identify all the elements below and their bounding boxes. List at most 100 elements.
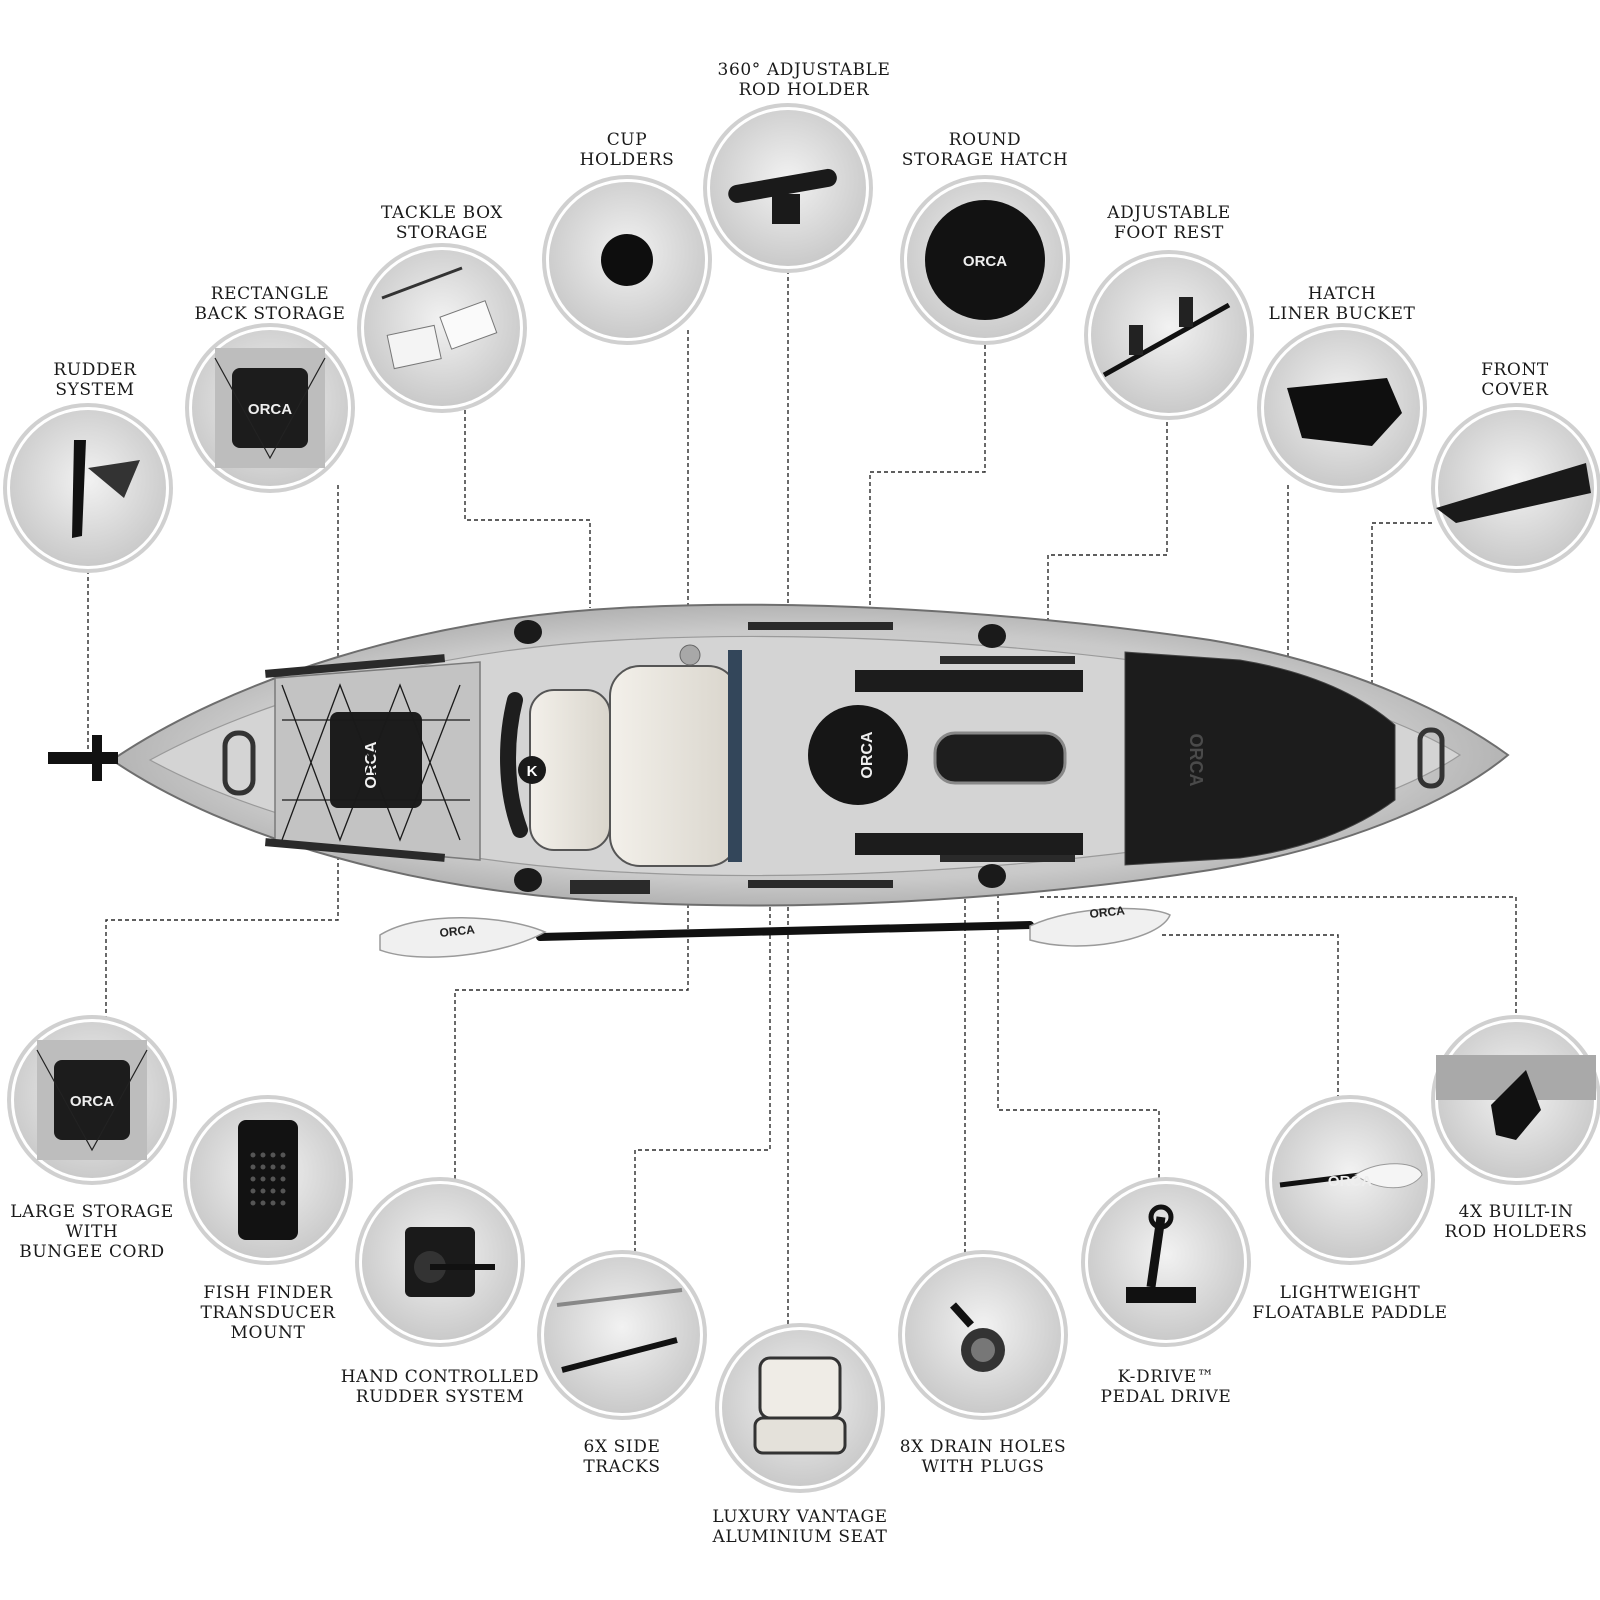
track-icon <box>556 1288 683 1373</box>
rod-holder-icon <box>728 168 837 224</box>
label-rudder-system: RUDDER SYSTEM <box>0 360 215 400</box>
label-adjustable-foot-rest: ADJUSTABLE FOOT REST <box>1049 203 1289 243</box>
kayak-seat: K <box>500 650 742 867</box>
label-built-in-rod-holders: 4X BUILT-IN ROD HOLDERS <box>1396 1202 1600 1242</box>
label-line: LUXURY VANTAGE <box>712 1507 888 1527</box>
label-line: BUNGEE CORD <box>19 1242 165 1262</box>
bucket-icon <box>1287 378 1402 446</box>
label-fish-finder-mount: FISH FINDER TRANSDUCER MOUNT <box>148 1283 388 1343</box>
circle-photo <box>1091 257 1247 413</box>
circle-photo <box>1272 1102 1428 1258</box>
circle-photo <box>544 1257 700 1413</box>
label-line: HOLDERS <box>579 150 675 170</box>
paddle-logo-right: ORCA <box>1089 903 1126 921</box>
orca-logo: ORCA <box>963 253 1007 270</box>
label-line: 8X DRAIN HOLES <box>899 1437 1067 1457</box>
front-cover-icon <box>1436 463 1591 523</box>
label-rod-holder-360: 360° ADJUSTABLE ROD HOLDER <box>684 60 924 100</box>
label-line: FLOATABLE PADDLE <box>1252 1303 1448 1323</box>
connector-rudder-system <box>87 570 112 761</box>
circle-photo <box>364 250 520 406</box>
paddle-icon: ORCA <box>1279 1163 1423 1190</box>
bungee-storage-icon: ORCA <box>36 1040 148 1160</box>
seat-icon <box>753 1356 847 1455</box>
feature-circle-aluminium-seat <box>715 1323 885 1493</box>
round-hatch-logo: ORCA <box>859 731 876 779</box>
label-line: TACKLE BOX <box>380 203 504 223</box>
feature-circles: ORCA ORCA ORCA ORCA <box>3 103 1600 1493</box>
label-line: WITH <box>65 1222 119 1242</box>
label-line: RUDDER SYSTEM <box>355 1387 525 1407</box>
foot-rest-icon <box>1102 297 1231 378</box>
label-line: 6X SIDE <box>583 1437 661 1457</box>
feature-circle-floatable-paddle: ORCA <box>1265 1095 1435 1265</box>
orca-logo: ORCA <box>1328 1173 1372 1190</box>
label-round-storage-hatch: ROUND STORAGE HATCH <box>865 130 1105 170</box>
orca-logo: ORCA <box>70 1093 114 1110</box>
label-line: FOOT REST <box>1113 223 1224 243</box>
label-line: COVER <box>1481 380 1549 400</box>
seat-badge: K <box>527 763 538 780</box>
connector-foot-rest <box>1047 408 1168 648</box>
circle-photo <box>10 410 166 566</box>
front-hatch-logo: ORCA <box>1186 734 1206 787</box>
rudder-control-icon <box>405 1227 495 1297</box>
label-line: STORAGE <box>395 223 489 243</box>
label-line: WITH PLUGS <box>921 1457 1045 1477</box>
feature-circle-drain-holes <box>898 1250 1068 1420</box>
label-line: LINER BUCKET <box>1268 304 1416 324</box>
label-line: PEDAL DRIVE <box>1100 1387 1232 1407</box>
label-pedal-drive: K-DRIVE™ PEDAL DRIVE <box>1046 1367 1286 1407</box>
rudder-icon <box>72 440 140 538</box>
label-line: HATCH <box>1307 284 1377 304</box>
label-line: CUP <box>606 130 648 150</box>
label-floatable-paddle: LIGHTWEIGHT FLOATABLE PADDLE <box>1230 1283 1470 1323</box>
label-line: HAND CONTROLLED <box>340 1367 540 1387</box>
transducer-mount-icon <box>238 1120 298 1240</box>
label-hatch-liner-bucket: HATCH LINER BUCKET <box>1222 284 1462 324</box>
cup-holder-icon <box>601 234 653 286</box>
stern-rudder <box>48 735 118 781</box>
paddle-logo-left: ORCA <box>439 922 476 940</box>
label-line: LARGE STORAGE <box>10 1202 174 1222</box>
label-line: LIGHTWEIGHT <box>1279 1283 1421 1303</box>
connector-side-tracks <box>634 795 771 1260</box>
label-line: ROD HOLDER <box>738 80 870 100</box>
rect-hatch-icon: ORCA <box>214 348 326 468</box>
label-line: BACK STORAGE <box>194 304 346 324</box>
connector-front-cover <box>1371 522 1432 705</box>
label-line: TRACKS <box>583 1457 661 1477</box>
feature-circle-built-in-rod-holders <box>1431 1015 1600 1185</box>
label-front-cover: FRONT COVER <box>1395 360 1600 400</box>
feature-circle-rectangle-back-storage: ORCA <box>185 323 355 493</box>
label-line: TRANSDUCER <box>200 1303 336 1323</box>
label-line: ROD HOLDERS <box>1444 1222 1588 1242</box>
tackle-box-icon <box>381 266 498 370</box>
flush-rod-holder-icon <box>1436 1055 1596 1140</box>
round-hatch-icon: ORCA <box>925 200 1045 320</box>
connector-built-in-rod <box>1040 896 1517 1023</box>
label-drain-holes: 8X DRAIN HOLES WITH PLUGS <box>863 1437 1103 1477</box>
label-cup-holders: CUP HOLDERS <box>507 130 747 170</box>
kayak: ORCA K <box>48 603 1510 907</box>
feature-circle-rudder-system <box>3 403 173 573</box>
connector-round-hatch <box>869 338 986 755</box>
label-line: ROUND <box>948 130 1022 150</box>
feature-circle-large-storage-bungee: ORCA <box>7 1015 177 1185</box>
feature-circle-side-tracks <box>537 1250 707 1420</box>
label-line: STORAGE HATCH <box>901 150 1069 170</box>
label-hand-controlled-rudder: HAND CONTROLLED RUDDER SYSTEM <box>320 1367 560 1407</box>
feature-circle-hand-controlled-rudder <box>355 1177 525 1347</box>
feature-circle-round-storage-hatch: ORCA <box>900 175 1070 345</box>
connector-tackle-box <box>464 410 591 608</box>
pedal-drive-icon <box>1126 1204 1196 1303</box>
label-large-storage-bungee: LARGE STORAGE WITH BUNGEE CORD <box>0 1202 212 1262</box>
label-line: RECTANGLE <box>210 284 330 304</box>
label-line: SYSTEM <box>55 380 135 400</box>
label-side-tracks: 6X SIDE TRACKS <box>502 1437 742 1477</box>
feature-circle-tackle-box-storage <box>357 243 527 413</box>
round-hatch: ORCA <box>808 705 908 805</box>
label-rectangle-back-storage: RECTANGLE BACK STORAGE <box>150 284 390 324</box>
feature-circle-pedal-drive <box>1081 1177 1251 1347</box>
